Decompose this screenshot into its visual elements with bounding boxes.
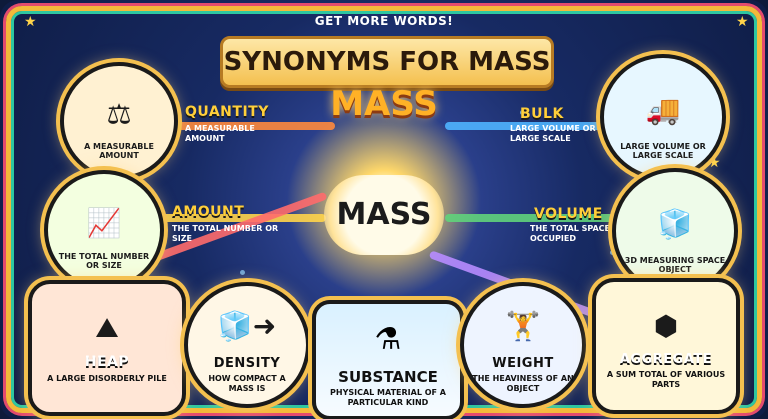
node-density: 🧊➜ DENSITY HOW COMPACT A MASS IS bbox=[184, 282, 310, 408]
desc-bulk: LARGE VOLUME OR LARGE SCALE bbox=[510, 124, 596, 143]
node-weight: 🏋 WEIGHT THE HEAVINESS OF AN OBJECT bbox=[460, 282, 586, 408]
word-volume: VOLUME bbox=[534, 206, 603, 222]
node-heap: ⛰ HEAP A LARGE DISORDERLY PILE bbox=[28, 280, 186, 416]
network-icon: ⬢ bbox=[653, 309, 679, 343]
desc-quantity: A MEASURABLE AMOUNT bbox=[185, 124, 255, 143]
word-aggregate: AGGREGATE bbox=[619, 352, 713, 367]
cube-icon: 🧊 bbox=[657, 207, 693, 241]
word-heap: HEAP bbox=[84, 354, 130, 370]
node-substance: ⚗ SUBSTANCE PHYSICAL MATERIAL OF A PARTI… bbox=[312, 300, 464, 419]
node-amount: 📈 THE TOTAL NUMBER OR SIZE bbox=[44, 170, 164, 290]
desc-heap: A LARGE DISORDERLY PILE bbox=[47, 374, 167, 383]
desc-volume: THE TOTAL SPACE OCCUPIED bbox=[530, 224, 610, 243]
node-volume: 🧊 3D MEASURING SPACE OBJECT bbox=[612, 168, 738, 294]
word-quantity: QUANTITY bbox=[185, 104, 269, 120]
star-icon: ★ bbox=[708, 155, 721, 171]
dumbbell-icon: 🏋 bbox=[505, 309, 541, 343]
title-banner: SYNONYMS FOR MASS bbox=[220, 36, 554, 88]
word-density: DENSITY bbox=[213, 356, 281, 371]
sparkle-dot bbox=[520, 110, 525, 115]
word-weight: WEIGHT bbox=[492, 356, 554, 371]
desc-aggregate: A SUM TOTAL OF VARIOUS PARTS bbox=[606, 370, 726, 389]
desc-substance: PHYSICAL MATERIAL OF A PARTICULAR KIND bbox=[330, 388, 446, 407]
cube-arrow-icon: 🧊➜ bbox=[217, 309, 277, 343]
scale-icon: ⚖ bbox=[106, 97, 132, 131]
coins-chart-icon: 📈 bbox=[86, 206, 122, 240]
node-volume-circle-text: 3D MEASURING SPACE OBJECT bbox=[624, 256, 726, 274]
word-amount: AMOUNT bbox=[172, 204, 245, 220]
desc-density: HOW COMPACT A MASS IS bbox=[208, 374, 286, 393]
node-amount-circle-text: THE TOTAL NUMBER OR SIZE bbox=[58, 252, 150, 270]
star-icon: ★ bbox=[736, 14, 749, 30]
node-quantity: ⚖ A MEASURABLE AMOUNT bbox=[60, 62, 178, 180]
sparkle-dot bbox=[610, 250, 615, 255]
connector-bulk bbox=[445, 122, 620, 130]
word-bulk: BULK bbox=[520, 106, 564, 122]
center-mass-label: MASS bbox=[324, 175, 444, 255]
star-icon: ★ bbox=[24, 14, 37, 30]
connector-volume bbox=[445, 214, 620, 222]
desc-weight: THE HEAVINESS OF AN OBJECT bbox=[472, 374, 574, 393]
node-aggregate: ⬢ AGGREGATE A SUM TOTAL OF VARIOUS PARTS bbox=[592, 278, 740, 414]
subtitle: MASS bbox=[330, 84, 438, 124]
word-substance: SUBSTANCE bbox=[338, 368, 438, 386]
connector-amount bbox=[150, 214, 326, 222]
connector-quantity bbox=[150, 122, 335, 130]
flask-icon: ⚗ bbox=[374, 322, 402, 357]
kicker-text: GET MORE WORDS! bbox=[314, 14, 454, 28]
sparkle-dot bbox=[240, 270, 245, 275]
pile-icon: ⛰ bbox=[95, 310, 119, 344]
node-quantity-circle-text: A MEASURABLE AMOUNT bbox=[84, 142, 154, 160]
truck-icon: 🚚 bbox=[645, 93, 681, 127]
desc-amount: THE TOTAL NUMBER OR SIZE bbox=[172, 224, 279, 243]
node-bulk: 🚚 LARGE VOLUME OR LARGE SCALE bbox=[600, 54, 726, 180]
node-bulk-circle-text: LARGE VOLUME OR LARGE SCALE bbox=[620, 142, 706, 160]
